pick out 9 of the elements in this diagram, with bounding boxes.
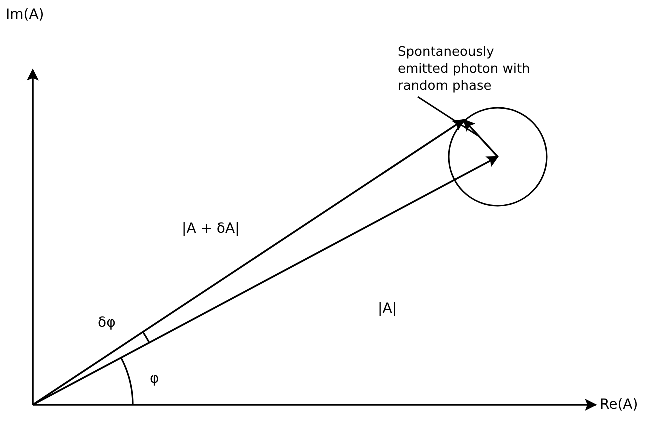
axis-label: Im(A) [6, 6, 44, 24]
angle-label: φ [150, 370, 160, 388]
axis-label: Re(A) [600, 396, 638, 414]
angle-label: δφ [98, 314, 116, 332]
vector-label: |A| [378, 300, 398, 318]
vector-label: |A + δA| [182, 220, 240, 238]
photon-arrow [463, 119, 499, 158]
leader-line [418, 96, 480, 138]
callout-text: Spontaneously emitted photon with random phase [398, 44, 538, 95]
